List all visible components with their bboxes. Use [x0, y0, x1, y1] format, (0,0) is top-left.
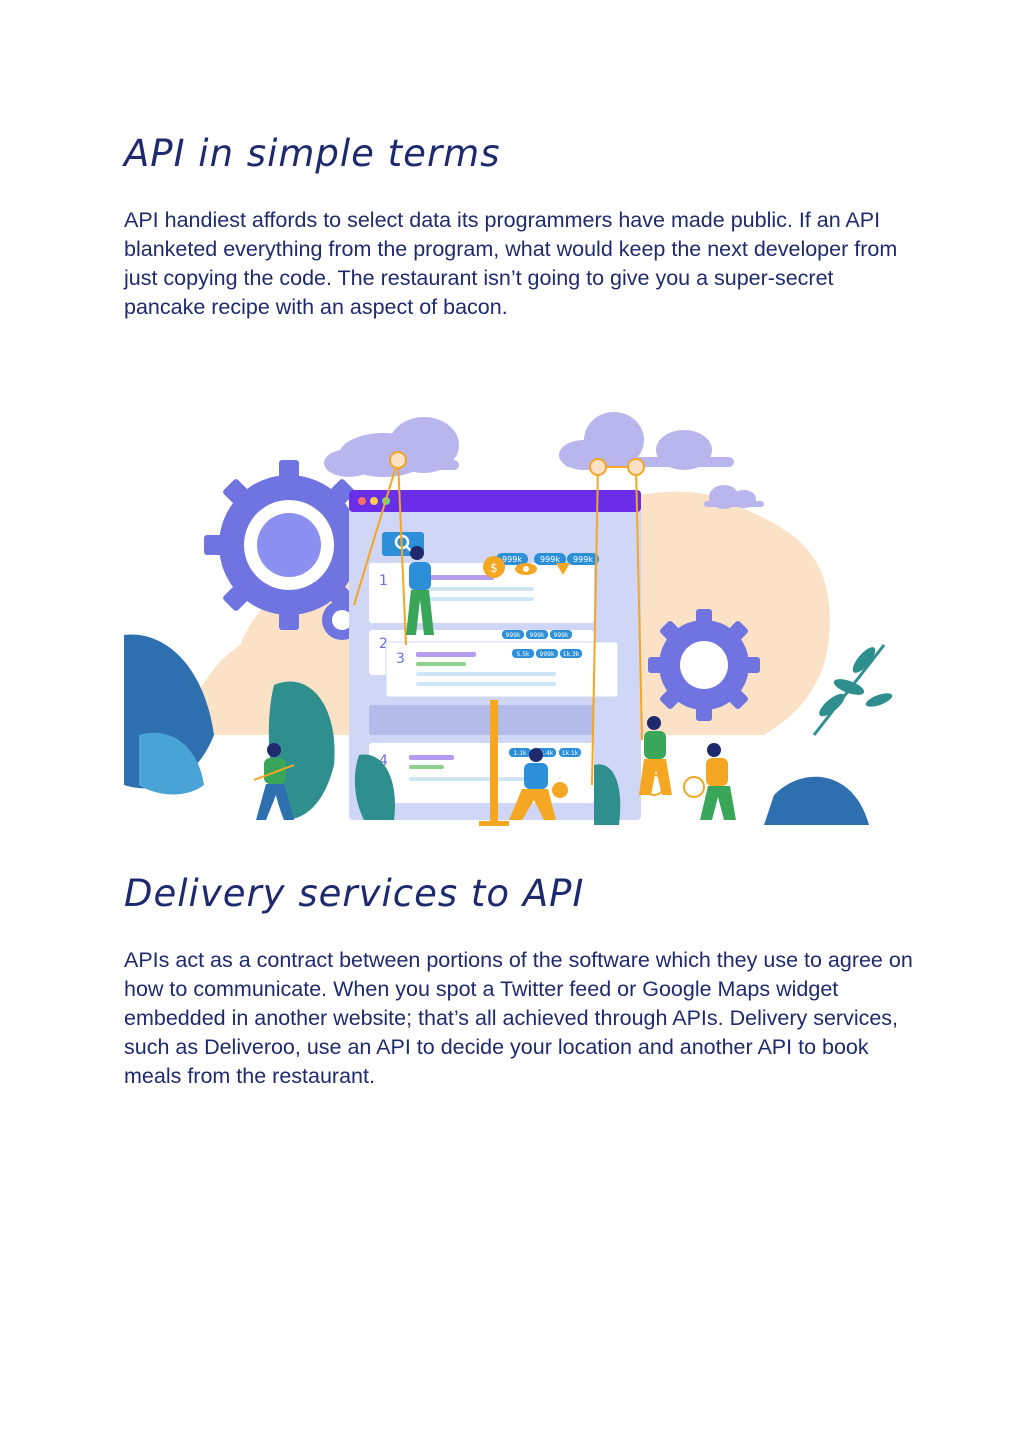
svg-text:999k: 999k — [573, 555, 593, 564]
svg-text:2: 2 — [379, 636, 388, 652]
section-paragraph-api-simple-terms: API handiest affords to select data its … — [124, 208, 898, 319]
svg-text:1: 1 — [379, 573, 388, 589]
svg-text:1k.3k: 1k.3k — [563, 651, 580, 658]
pulley-icon — [389, 451, 407, 469]
placeholder-bar — [369, 705, 594, 735]
svg-text:999k: 999k — [530, 632, 545, 639]
gear-icon — [648, 609, 760, 721]
cloud-icon — [704, 485, 764, 509]
svg-text:1.1k: 1.1k — [513, 750, 527, 757]
svg-text:$: $ — [490, 561, 498, 575]
arrow-down-icon — [556, 563, 570, 575]
person-icon — [509, 748, 568, 820]
svg-text:5.5k: 5.5k — [516, 651, 530, 658]
section-heading-api-simple-terms: API in simple terms — [124, 132, 501, 175]
api-illustration: 1 2 3 4 999k 9 — [124, 412, 893, 826]
stat-badges-mid: 999k 999k 999k — [502, 630, 572, 639]
person-icon — [639, 716, 672, 796]
svg-text:999k: 999k — [540, 651, 555, 658]
stat-badges-bottom: 1.1k 1k.4k 1k.1k — [509, 748, 581, 757]
svg-text:3: 3 — [396, 651, 405, 667]
svg-text:1k.1k: 1k.1k — [562, 750, 579, 757]
pulley-icon — [627, 458, 645, 476]
stat-badges-low: 5.5k 999k 1k.3k — [512, 649, 582, 658]
pulley-ropes — [353, 459, 643, 786]
section-heading-delivery-services: Delivery services to API — [124, 872, 585, 915]
stand-pole — [490, 700, 498, 825]
leaf-icon — [124, 634, 395, 820]
svg-text:1k.4k: 1k.4k — [537, 750, 554, 757]
section-paragraph-delivery-services: APIs act as a contract between portions … — [124, 948, 913, 1088]
cloud-icon — [324, 417, 459, 477]
dollar-icon — [483, 556, 505, 578]
stat-badges-top: 999k 999k 999k $ — [483, 553, 599, 578]
person-icon — [253, 743, 295, 820]
svg-text:4: 4 — [379, 753, 388, 769]
svg-text:999k: 999k — [540, 555, 560, 564]
leaf-icon — [594, 644, 893, 825]
person-icon — [406, 546, 434, 635]
list-item: 3 — [385, 641, 619, 698]
cloud-icon — [559, 412, 734, 470]
svg-text:999k: 999k — [554, 632, 569, 639]
person-icon — [683, 743, 736, 820]
pulley-icon — [589, 458, 607, 476]
svg-text:999k: 999k — [506, 632, 521, 639]
svg-text:999k: 999k — [502, 555, 522, 564]
gear-icon — [204, 460, 374, 630]
